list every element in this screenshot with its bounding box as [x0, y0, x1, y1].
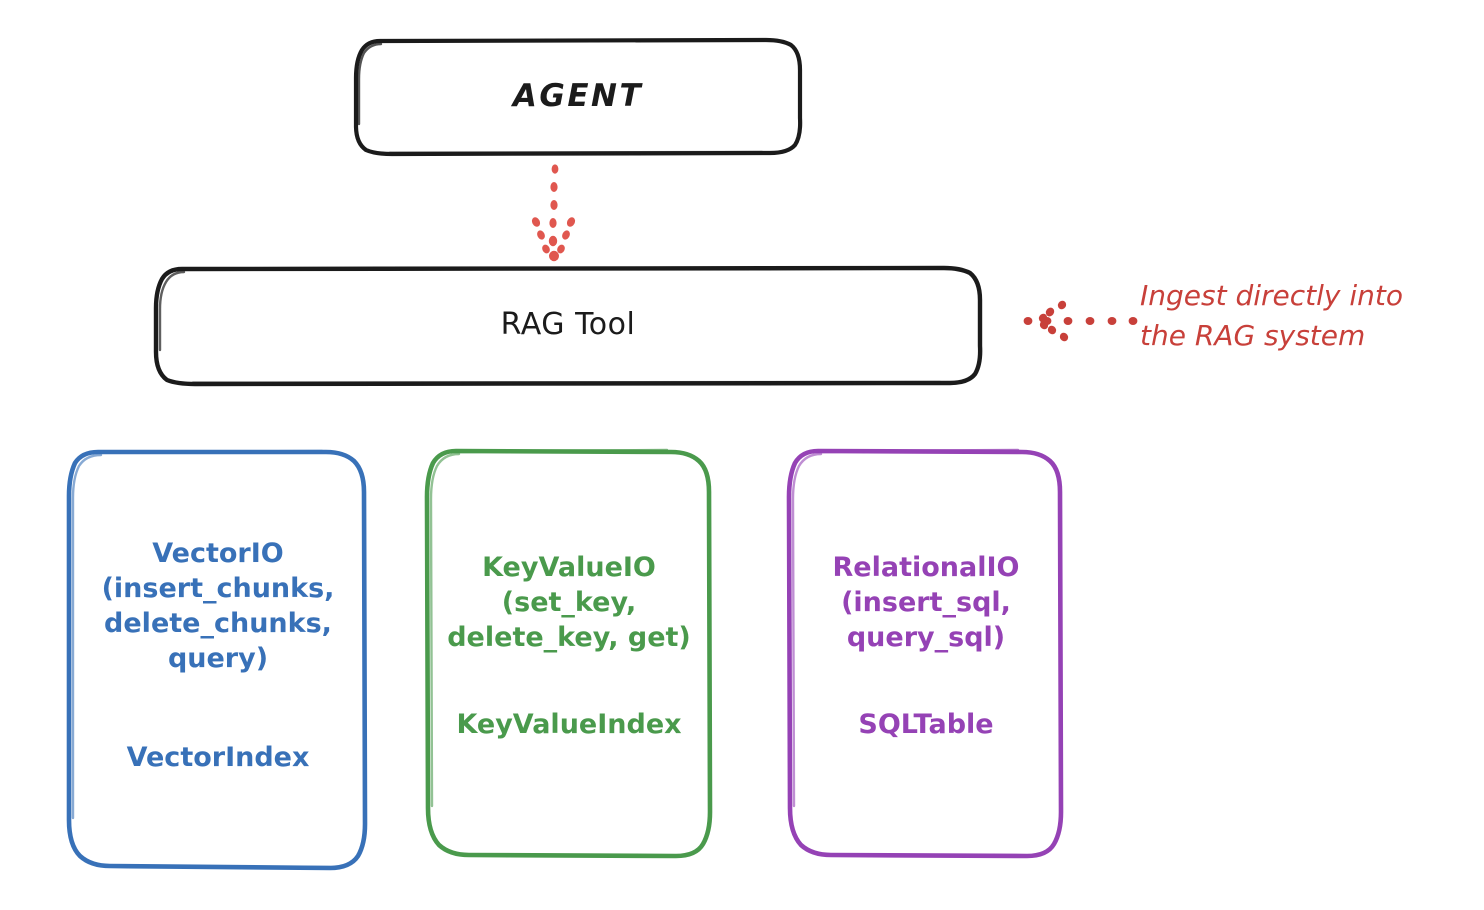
key-value-index-label: KeyValueIndex: [456, 709, 682, 740]
relational-io-node-shape[interactable]: [786, 448, 1064, 859]
vector-index-label: VectorIndex: [126, 742, 310, 773]
agent-to-rag-arrow: [531, 164, 576, 262]
ingest-arrow: [1023, 300, 1138, 342]
relational-io-label: RelationalIO (insert_sql, query_sql): [832, 552, 1020, 654]
sql-table-label: SQLTable: [858, 709, 994, 740]
key-value-io-label: KeyValueIO (set_key, delete_key, get): [447, 552, 691, 654]
vector-io-label: VectorIO (insert_chunks, delete_chunks, …: [101, 538, 335, 675]
rag-tool-node-shape[interactable]: [153, 265, 983, 387]
agent-node-shape[interactable]: [353, 37, 803, 157]
key-value-io-node-shape[interactable]: [424, 448, 713, 859]
vector-io-node-shape[interactable]: [66, 449, 368, 871]
